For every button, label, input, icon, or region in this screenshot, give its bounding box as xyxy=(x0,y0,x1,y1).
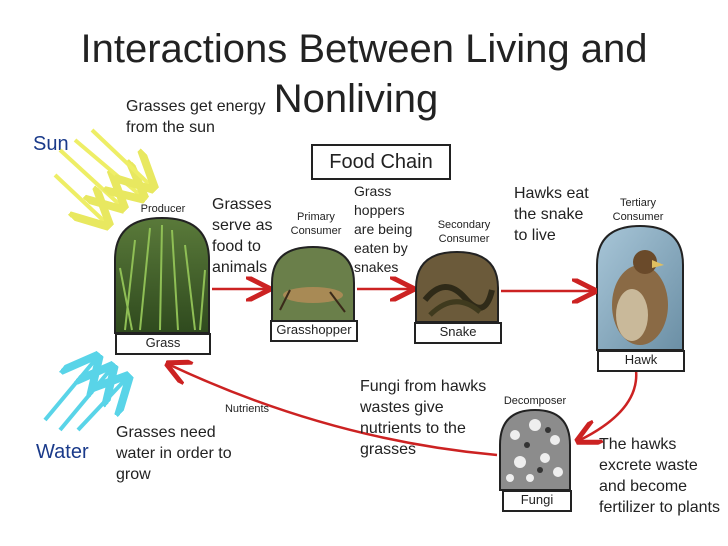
sun-rays xyxy=(53,128,150,222)
note-grasshoppers-eaten: Grass hoppers are being eaten by snakes xyxy=(354,183,413,275)
snake-name-box: Snake xyxy=(414,322,502,344)
secondary-consumer-node xyxy=(415,250,499,323)
decomposer-node xyxy=(499,408,571,491)
title-line-1: Interactions Between Living and xyxy=(80,27,648,71)
primary-consumer-role: Primary Consumer xyxy=(290,211,342,237)
producer-node xyxy=(114,216,210,334)
primary-consumer-node xyxy=(271,245,355,323)
tertiary-consumer-node xyxy=(596,224,684,351)
note-grasses-food: Grasses serve as food to animals xyxy=(212,196,273,276)
note-grasses-energy: Grasses get energy from the sun xyxy=(126,98,266,136)
nutrients-label: Nutrients xyxy=(224,403,270,415)
tertiary-consumer-role: Tertiary Consumer xyxy=(612,197,664,223)
food-chain-label: Food Chain xyxy=(311,144,451,180)
note-grasses-water: Grasses need water in order to grow xyxy=(116,424,232,483)
title-line-2: Nonliving xyxy=(273,77,439,121)
sun-label: Sun xyxy=(33,133,69,155)
note-hawks-eat: Hawks eat the snake to live xyxy=(514,185,589,244)
grass-name-box: Grass xyxy=(115,333,211,355)
fungi-name-box: Fungi xyxy=(502,490,572,512)
grasshopper-name-box: Grasshopper xyxy=(270,320,358,342)
note-hawks-excrete: The hawks excrete waste and become ferti… xyxy=(599,436,720,516)
water-arrows xyxy=(43,360,125,432)
producer-role: Producer xyxy=(140,203,186,215)
secondary-consumer-role: Secondary Consumer xyxy=(437,219,491,245)
hawk-name-box: Hawk xyxy=(597,350,685,372)
water-label: Water xyxy=(36,441,89,463)
decomposer-role: Decomposer xyxy=(503,395,567,407)
food-chain-arrows xyxy=(170,289,638,457)
note-fungi-nutrients: Fungi from hawks wastes give nutrients t… xyxy=(360,378,487,458)
